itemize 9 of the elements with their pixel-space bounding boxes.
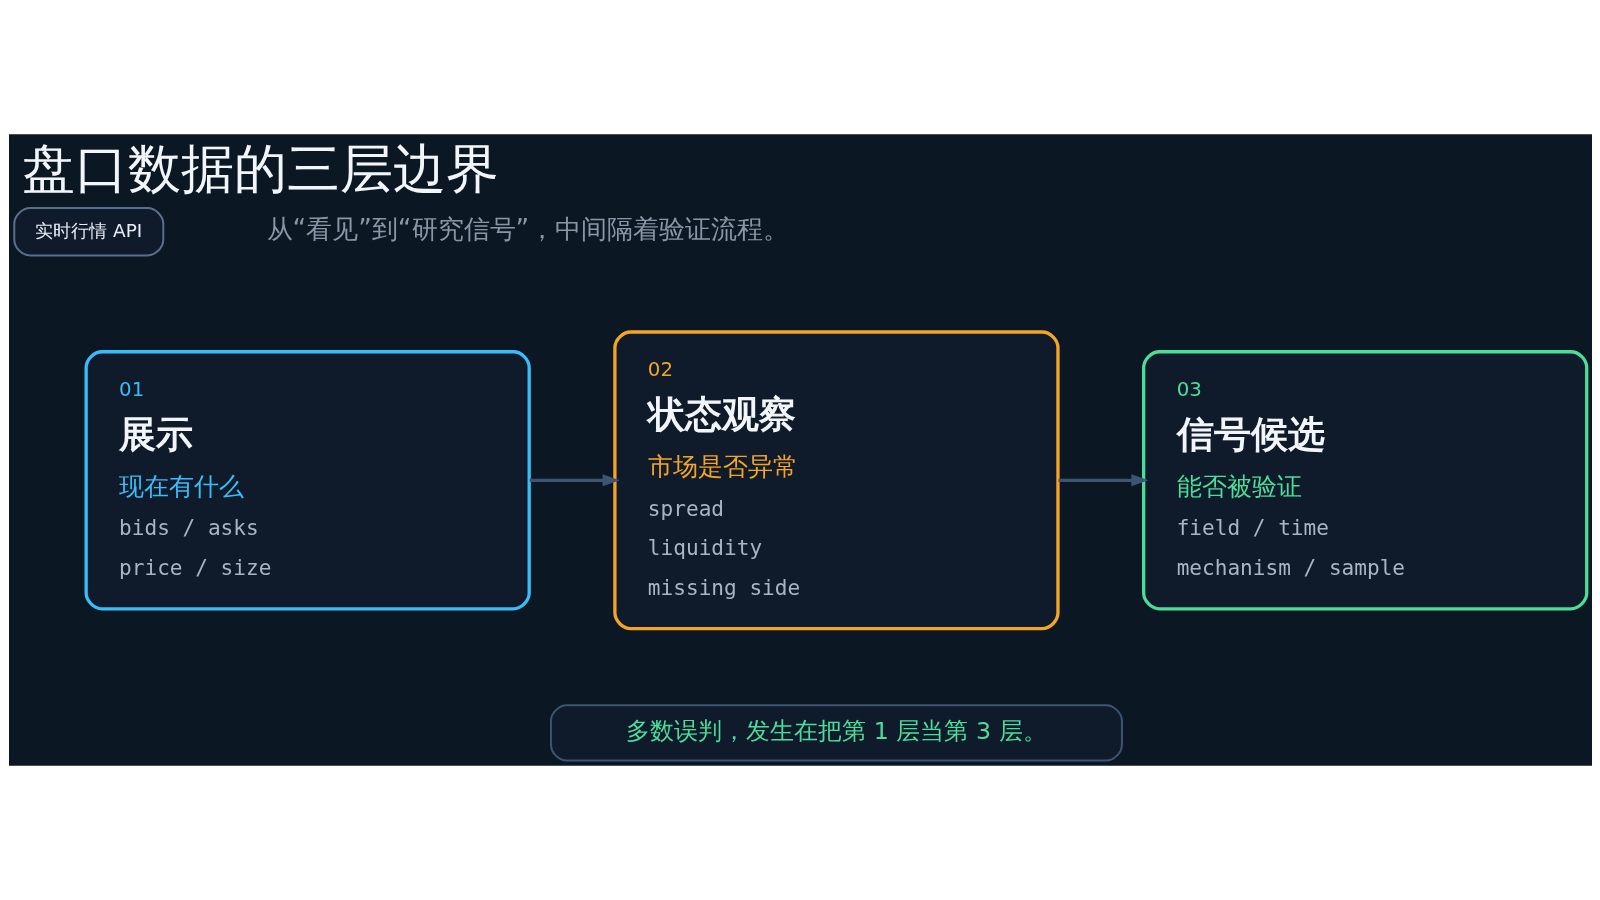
node-box: 03 信号候选 能否被验证 field / time mechanism / sample — [1141, 350, 1588, 611]
diagram-title: 盘口数据的三层边界 — [21, 137, 499, 199]
arrow — [1057, 474, 1149, 487]
node-box: 02 状态观察 市场是否异常 spread liquidity missing side — [612, 330, 1060, 631]
node-box: 多数误判，发生在把第 1 层当第 3 层。 — [549, 704, 1123, 762]
label: 从“看见”到“研究信号”，中间隔着验证流程。 — [266, 214, 789, 245]
node-box: 实时行情 API — [12, 207, 164, 257]
arrow — [529, 474, 620, 487]
node-box: 01 展示 现在有什么 bids / asks price / size — [84, 350, 531, 611]
